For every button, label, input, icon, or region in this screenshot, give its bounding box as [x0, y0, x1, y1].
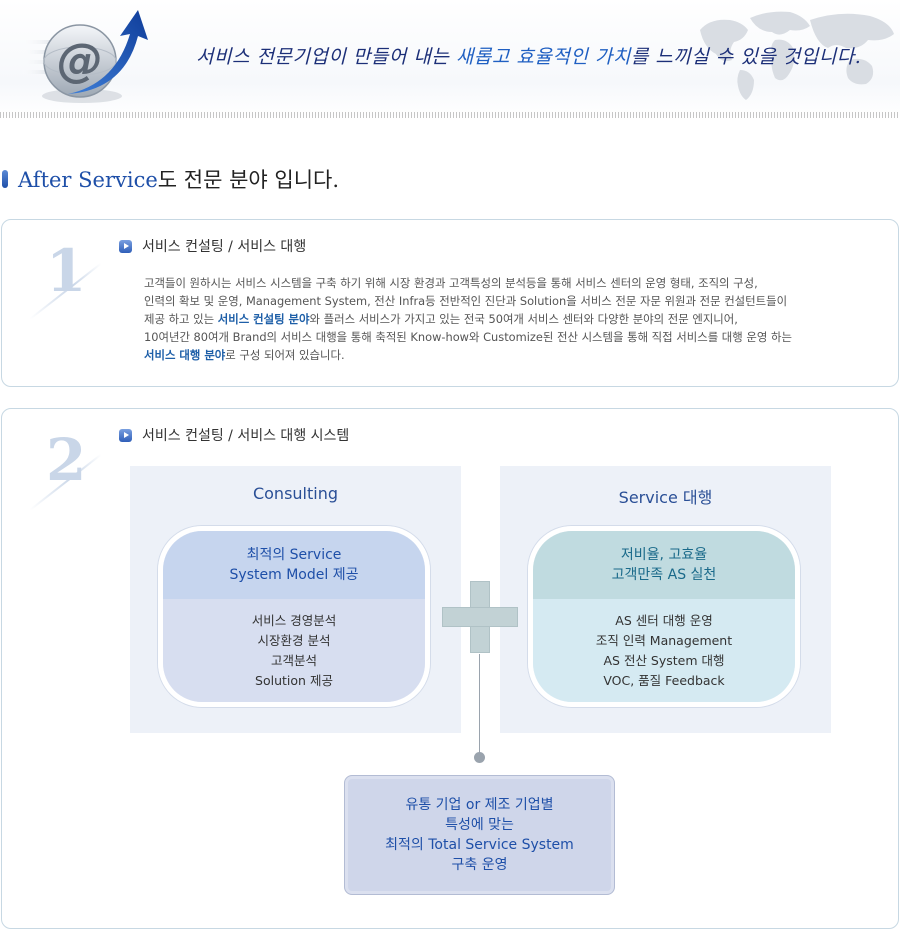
svg-text:@: @ [57, 33, 103, 87]
card-item: AS 센터 대행 운영 [615, 612, 713, 628]
card-item: VOC, 품질 Feedback [603, 672, 725, 688]
card-item: 조직 인력 Management [595, 632, 733, 648]
section-title: 서비스 컨설팅 / 서비스 대행 [142, 239, 307, 255]
description-line: 인력의 확보 및 운영, Management System, 전산 Infra… [144, 294, 788, 308]
header-banner: @ 서비스 전문기업이 만들어 내는 새롭고 효율적인 가치를 느끼실 수 있을… [0, 0, 900, 118]
consulting-card: 최적의 Service System Model 제공 서비스 경영분석 시장환… [158, 526, 430, 707]
consulting-heading: Consulting [252, 484, 339, 503]
page-title-en: After Service [18, 168, 158, 192]
consulting-column: Consulting 최적의 Service System Model 제공 서… [130, 466, 461, 733]
description-text: 로 구성 되어져 있습니다. [225, 348, 345, 362]
service-agency-heading: Service 대행 [618, 488, 713, 507]
result-line: 구축 운영 [451, 857, 508, 873]
result-line: 최적의 Total Service System [385, 837, 574, 853]
highlight-consulting-field: 서비스 컨설팅 분야 [217, 312, 310, 326]
card-summary-line: 고객만족 AS 실천 [611, 567, 717, 583]
banner-slogan: 서비스 전문기업이 만들어 내는 새롭고 효율적인 가치를 느끼실 수 있을 것… [196, 42, 861, 69]
plus-icon [442, 581, 518, 653]
result-line: 유통 기업 or 제조 기업별 [405, 797, 554, 813]
card-item: Solution 제공 [255, 672, 333, 688]
service-agency-column: Service 대행 저비율, 고효율 고객만족 AS 실천 AS 센터 대행 … [500, 466, 831, 733]
service-agency-card-items: AS 센터 대행 운영 조직 인력 Management AS 전산 Syste… [533, 599, 795, 702]
play-bullet-icon [119, 239, 132, 253]
at-sign-arrow-icon: @ [20, 10, 148, 103]
card-summary-line: 최적의 Service [246, 547, 342, 563]
description-text: 제공 하고 있는 [144, 312, 218, 326]
service-agency-card-summary: 저비율, 고효율 고객만족 AS 실천 [533, 531, 795, 599]
world-map-icon [700, 11, 894, 100]
section-consulting-panel: 1 서비스 컨설팅 / 서비스 대행 고객들이 원하시는 서비스 시스템을 구축… [1, 219, 899, 387]
description-line: 제공 하고 있는 서비스 컨설팅 분야와 플러스 서비스가 가지고 있는 전국 … [144, 310, 884, 328]
consulting-card-summary: 최적의 Service System Model 제공 [163, 531, 425, 599]
card-item: 고객분석 [270, 652, 317, 668]
description-line: 서비스 대행 분야로 구성 되어져 있습니다. [144, 346, 884, 364]
title-bar-icon [2, 170, 8, 188]
slogan-highlight: 새롭고 효율적인 가치 [455, 46, 631, 68]
slogan-text-post: 를 느끼실 수 있을 것입니다. [630, 46, 862, 68]
banner-divider [0, 112, 900, 118]
section-system-panel: 2 서비스 컨설팅 / 서비스 대행 시스템 Consulting 최적의 Se… [1, 408, 899, 929]
highlight-agency-field: 서비스 대행 분야 [144, 348, 226, 362]
slogan-text-pre: 서비스 전문기업이 만들어 내는 [196, 46, 456, 68]
total-service-system-box: 유통 기업 or 제조 기업별 특성에 맞는 최적의 Total Service… [344, 775, 615, 895]
card-item: 시장환경 분석 [257, 632, 331, 648]
card-item: AS 전산 System 대행 [603, 652, 725, 668]
connector-dot-icon [474, 752, 485, 763]
section-title: 서비스 컨설팅 / 서비스 대행 시스템 [142, 428, 350, 444]
page-title-ko: 도 전문 분야 입니다. [157, 168, 340, 192]
card-summary-line: 저비율, 고효율 [620, 547, 708, 563]
card-item: 서비스 경영분석 [251, 612, 337, 628]
description-text: 와 플러스 서비스가 가지고 있는 전국 50여개 서비스 센터와 다양한 분야… [309, 312, 738, 326]
card-summary-line: System Model 제공 [229, 567, 359, 583]
consulting-card-items: 서비스 경영분석 시장환경 분석 고객분석 Solution 제공 [163, 599, 425, 702]
service-agency-card: 저비율, 고효율 고객만족 AS 실천 AS 센터 대행 운영 조직 인력 Ma… [528, 526, 800, 707]
section-header: 서비스 컨설팅 / 서비스 대행 시스템 [119, 425, 349, 445]
page-title: After Service도 전문 분야 입니다. [18, 164, 339, 194]
play-bullet-icon [119, 428, 132, 442]
section-description: 고객들이 원하시는 서비스 시스템을 구축 하기 위해 시장 환경과 고객특성의… [144, 274, 884, 364]
section-header: 서비스 컨설팅 / 서비스 대행 [119, 236, 306, 256]
description-line: 10여년간 80여개 Brand의 서비스 대행을 통해 축적된 Know-ho… [144, 330, 792, 344]
description-line: 고객들이 원하시는 서비스 시스템을 구축 하기 위해 시장 환경과 고객특성의… [144, 276, 758, 290]
result-line: 특성에 맞는 [445, 817, 514, 833]
connector-line [479, 654, 480, 754]
